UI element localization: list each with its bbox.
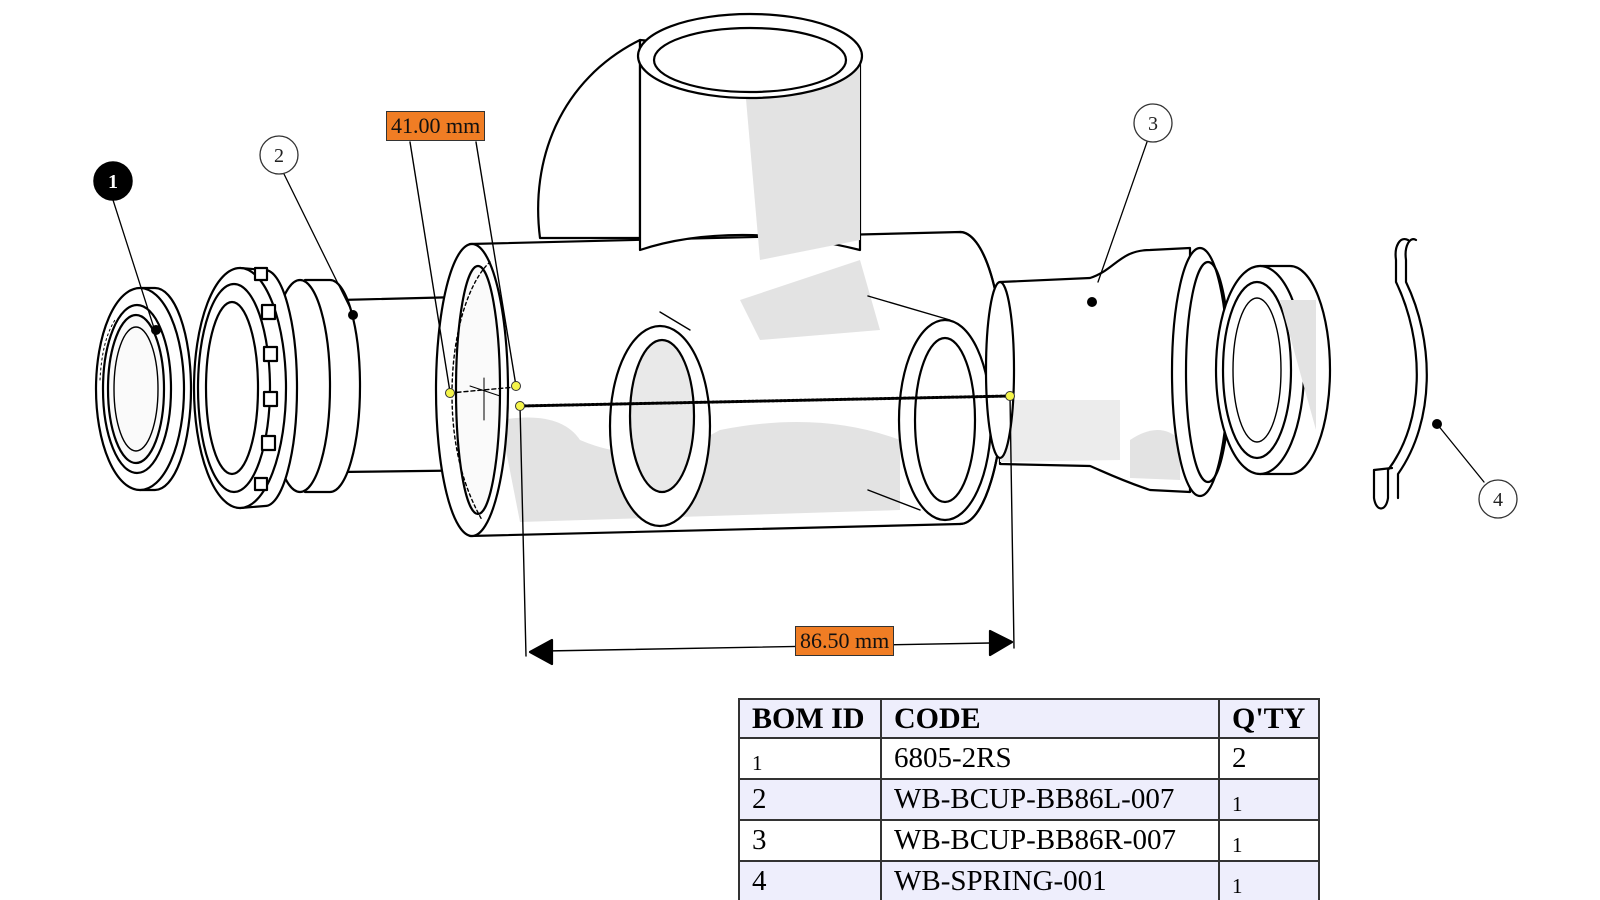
callout-1-label: 1 (108, 171, 118, 193)
bearing-cup-right[interactable] (984, 246, 1232, 498)
bom-cell-id: 4 (738, 860, 882, 900)
table-row[interactable]: 1 6805-2RS 2 (738, 737, 1320, 780)
shell-width-measure (409, 141, 517, 521)
leader-dots (151, 297, 1442, 429)
bom-cell-code: WB-SPRING-001 (880, 860, 1220, 900)
callout-3[interactable]: 3 (1133, 103, 1173, 143)
bom-header-id: BOM ID (738, 698, 882, 739)
bom-cell-qty: 2 (1218, 737, 1320, 780)
bom-table: BOM ID CODE Q'TY 1 6805-2RS 2 2 WB-BCUP-… (738, 698, 1320, 900)
table-row[interactable]: 2 WB-BCUP-BB86L-007 1 (738, 778, 1320, 821)
dimension-label-bb-width[interactable]: 86.50 mm (795, 626, 895, 656)
bom-cell-code: 6805-2RS (880, 737, 1220, 780)
callout-4-label: 4 (1493, 489, 1503, 511)
bearing-left[interactable] (94, 286, 193, 492)
table-row[interactable]: 3 WB-BCUP-BB86R-007 1 (738, 819, 1320, 862)
callout-3-label: 3 (1148, 113, 1158, 135)
bom-cell-id: 2 (738, 778, 882, 821)
bom-cell-id: 3 (738, 819, 882, 862)
bom-cell-qty: 1 (1218, 778, 1320, 821)
bom-cell-qty: 1 (1218, 860, 1320, 900)
callout-2[interactable]: 2 (259, 135, 299, 175)
bom-cell-id: 1 (738, 737, 882, 780)
callout-2-label: 2 (274, 145, 284, 167)
callout-4[interactable]: 4 (1478, 479, 1518, 519)
bom-header-row: BOM ID CODE Q'TY (738, 698, 1320, 739)
dimension-label-shell-width[interactable]: 41.00 mm (386, 111, 486, 141)
callout-1[interactable]: 1 (93, 161, 133, 201)
bottom-bracket-shell (434, 12, 1006, 538)
bearing-right[interactable] (1214, 264, 1332, 476)
table-row[interactable]: 4 WB-SPRING-001 1 (738, 860, 1320, 900)
bom-cell-code: WB-BCUP-BB86R-007 (880, 819, 1220, 862)
spring-clip[interactable] (1372, 238, 1428, 510)
bb-width-measure (518, 394, 1015, 666)
bom-cell-qty: 1 (1218, 819, 1320, 862)
measure-points[interactable] (445, 381, 1015, 411)
bom-header-code: CODE (880, 698, 1220, 739)
bom-header-qty: Q'TY (1218, 698, 1320, 739)
bom-cell-code: WB-BCUP-BB86L-007 (880, 778, 1220, 821)
callout-leaders (112, 141, 1485, 483)
